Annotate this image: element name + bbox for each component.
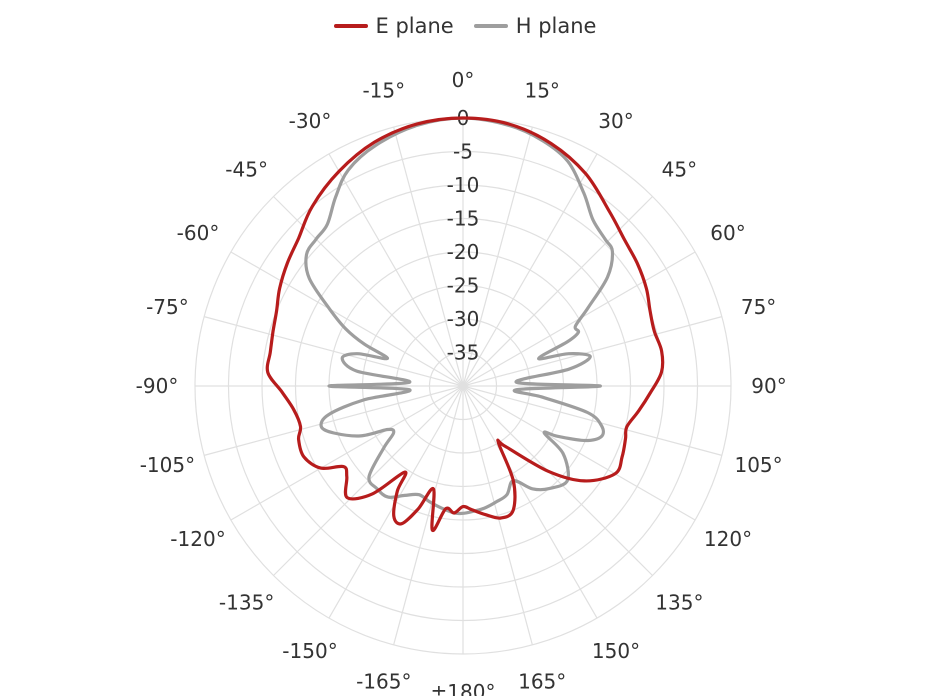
angular-tick-label: -105° bbox=[140, 453, 195, 477]
grid-spoke bbox=[462, 385, 696, 521]
angular-tick-label: 75° bbox=[741, 295, 776, 319]
angular-tick-label: -15° bbox=[362, 78, 405, 102]
angular-tick-label: 165° bbox=[518, 670, 566, 694]
angular-tick-label: 0° bbox=[452, 68, 475, 92]
legend-item-e-plane[interactable]: E plane bbox=[333, 14, 454, 38]
grid-spoke bbox=[393, 385, 464, 646]
angular-tick-label: 60° bbox=[710, 221, 745, 245]
legend-item-h-plane[interactable]: H plane bbox=[473, 14, 597, 38]
legend: E plane H plane bbox=[0, 14, 930, 38]
angular-tick-label: -75° bbox=[146, 295, 189, 319]
angular-tick-labels: 0° 15° 30° 45° 60° 75° 90° 105° 120° 135° 150° 165°… bbox=[136, 68, 787, 696]
grid-spoke bbox=[462, 385, 653, 576]
legend-swatch-e-plane bbox=[333, 24, 368, 28]
angular-tick-label: 120° bbox=[704, 527, 752, 551]
radial-tick-label: -10 bbox=[447, 173, 480, 197]
series-line-h-plane[interactable] bbox=[304, 116, 615, 516]
legend-label-e-plane: E plane bbox=[375, 14, 454, 38]
angular-tick-label: 105° bbox=[734, 453, 782, 477]
grid-spoke bbox=[203, 385, 464, 456]
angular-tick-label: -90° bbox=[136, 374, 179, 398]
angular-tick-label: 135° bbox=[655, 590, 703, 614]
grid-spoke bbox=[230, 385, 464, 521]
radial-tick-label: -15 bbox=[447, 207, 480, 231]
series-line-e-plane[interactable] bbox=[265, 116, 665, 532]
radial-tick-labels: 0-5-10-15-20-25-30-35 bbox=[447, 106, 480, 365]
radial-tick-label: -20 bbox=[447, 240, 480, 264]
angular-tick-label: -135° bbox=[219, 590, 274, 614]
grid-spoke bbox=[203, 316, 464, 387]
grid-spoke bbox=[393, 126, 464, 387]
grid-spoke bbox=[462, 153, 598, 387]
angular-tick-label: 90° bbox=[751, 374, 786, 398]
grid-spoke bbox=[462, 385, 723, 456]
radial-tick-label: -25 bbox=[447, 274, 480, 298]
angular-tick-label: ±180° bbox=[431, 680, 496, 696]
angular-tick-label: -30° bbox=[289, 109, 332, 133]
angular-tick-label: -150° bbox=[282, 639, 337, 663]
radial-tick-label: -30 bbox=[447, 307, 480, 331]
legend-label-h-plane: H plane bbox=[515, 14, 597, 38]
angular-tick-label: 30° bbox=[598, 109, 633, 133]
series-layer bbox=[265, 116, 665, 532]
angular-tick-label: 45° bbox=[662, 158, 697, 182]
grid-spoke bbox=[462, 385, 598, 619]
grid-spoke bbox=[462, 196, 653, 387]
radial-tick-label: -5 bbox=[453, 140, 473, 164]
angular-tick-label: -120° bbox=[170, 527, 225, 551]
grid-spoke bbox=[462, 316, 723, 387]
radial-tick-label: -35 bbox=[447, 341, 480, 365]
grid-spoke bbox=[273, 196, 464, 387]
grid-spoke bbox=[462, 126, 533, 387]
angular-tick-label: 150° bbox=[592, 639, 640, 663]
grid-spoke bbox=[230, 251, 464, 387]
grid-spoke bbox=[328, 153, 464, 387]
angular-tick-label: 15° bbox=[524, 78, 559, 102]
grid-spoke bbox=[462, 385, 533, 646]
angular-tick-label: -165° bbox=[356, 670, 411, 694]
angular-tick-label: -45° bbox=[225, 158, 268, 182]
angular-tick-label: -60° bbox=[177, 221, 220, 245]
legend-swatch-h-plane bbox=[473, 24, 508, 28]
